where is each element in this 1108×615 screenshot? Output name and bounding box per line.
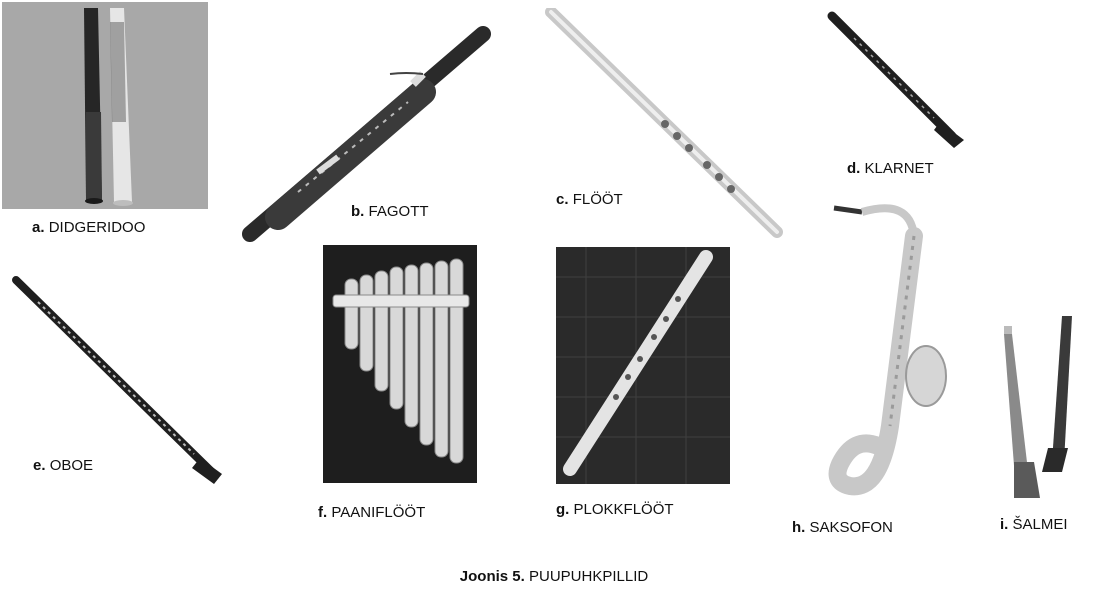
clarinet-icon — [827, 11, 964, 148]
caption-saxophone: h. SAKSOFON — [792, 519, 893, 536]
didgeridoo-icon — [84, 8, 133, 206]
caption-shawm: i. ŠALMEI — [1000, 516, 1068, 533]
flute-photo — [545, 8, 783, 238]
caption-oboe: e. OBOE — [33, 457, 94, 474]
caption-panflute: f. PAANIFLÖÖT — [318, 504, 426, 521]
shawm-icon — [1004, 316, 1072, 498]
figure-caption-label: Joonis 5. — [459, 568, 525, 585]
caption-flute: c. FLÖÖT — [556, 191, 623, 208]
oboe-icon — [12, 276, 222, 484]
recorder-photo — [556, 247, 730, 484]
flute-icon — [545, 8, 783, 238]
saxophone-icon — [828, 204, 947, 496]
didgeridoo-photo — [2, 2, 208, 209]
caption-recorder: g. PLOKKFLÖÖT — [556, 501, 674, 518]
clarinet-photo — [827, 11, 964, 148]
caption-bassoon: b. FAGOTT — [351, 203, 429, 220]
saxophone-photo — [828, 204, 947, 496]
caption-didgeridoo: a. DIDGERIDOO — [32, 219, 146, 236]
figure-caption: Joonis 5. PUUPUHKPILLID — [0, 568, 1108, 585]
figure-caption-title: PUUPUHKPILLID — [529, 568, 649, 585]
bassoon-photo — [242, 26, 491, 242]
shawm-photo — [1004, 316, 1072, 498]
bassoon-icon — [242, 26, 491, 242]
caption-clarinet: d. KLARNET — [847, 160, 934, 177]
oboe-photo — [12, 276, 222, 484]
panflute-icon — [332, 258, 470, 464]
recorder-icon — [563, 250, 713, 476]
panflute-photo — [323, 245, 477, 483]
